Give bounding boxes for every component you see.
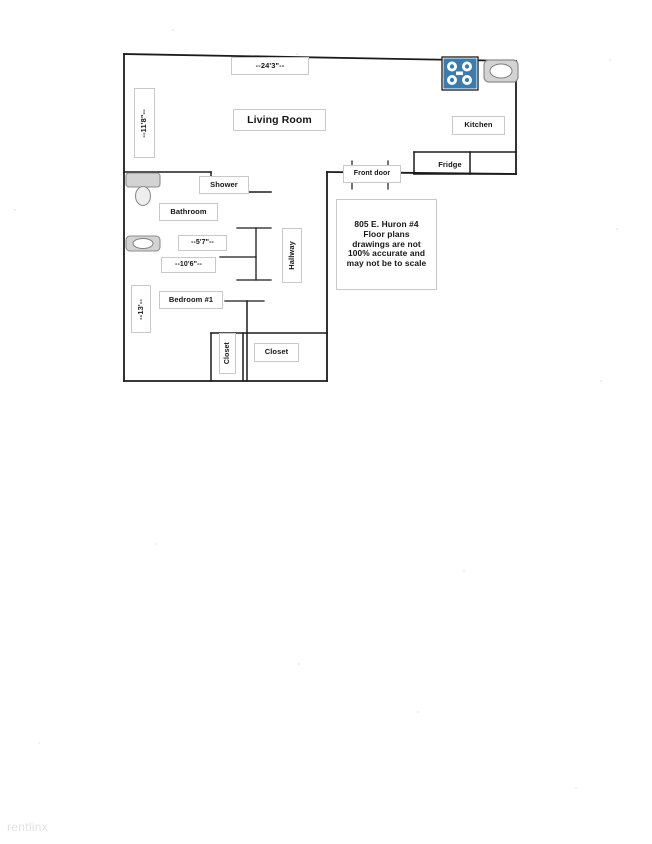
- room-label-living-room: Living Room: [233, 109, 326, 131]
- fixture-label-front-door: Front door: [343, 165, 401, 183]
- scan-speck: [172, 29, 174, 31]
- rentlinx-watermark: rentlinx: [7, 820, 49, 834]
- fixture-label-fridge: Fridge: [438, 160, 462, 170]
- scan-speck: [600, 380, 602, 382]
- room-label-hallway: Hallway: [282, 228, 302, 283]
- disclaimer-line-2: Floor plans: [363, 228, 410, 239]
- scan-speck: [417, 711, 419, 713]
- room-label-shower: Shower: [199, 176, 249, 194]
- room-label-closet-large: Closet: [254, 343, 299, 362]
- dimension-bath-width: --5'7"--: [178, 235, 227, 251]
- vanity-sink-icon: [125, 235, 161, 252]
- room-label-closet-small: Closet: [219, 333, 236, 374]
- scan-speck: [155, 543, 157, 545]
- room-label-bedroom-1: Bedroom #1: [159, 291, 223, 309]
- tub-icon: [125, 172, 161, 188]
- sink-icon: [483, 59, 519, 83]
- disclaimer-line-3: drawings are not: [352, 238, 421, 249]
- dimension-bath-depth: --10'6"--: [161, 257, 216, 273]
- scan-speck: [575, 787, 577, 789]
- stove-icon: [441, 56, 479, 91]
- scan-speck: [616, 228, 618, 230]
- scan-speck: [14, 209, 16, 211]
- scan-speck: [38, 742, 40, 744]
- room-label-bathroom: Bathroom: [159, 203, 218, 221]
- disclaimer-line-5: may not be to scale: [346, 258, 427, 269]
- disclaimer-line-1: 805 E. Huron #4: [354, 218, 419, 229]
- disclaimer-line-4: 100% accurate and: [347, 248, 426, 259]
- dimension-top-width: --24'3"--: [231, 57, 309, 75]
- scan-speck: [296, 53, 298, 55]
- toilet-icon: [134, 185, 152, 207]
- scan-speck: [463, 570, 465, 572]
- disclaimer-note: 805 E. Huron #4 Floor plans drawings are…: [336, 199, 437, 290]
- room-label-kitchen: Kitchen: [452, 116, 505, 135]
- dimension-left-height-lower: --13'--: [131, 285, 151, 333]
- dimension-left-height-upper: --11'8"--: [134, 88, 155, 158]
- scan-speck: [298, 663, 300, 665]
- scan-speck: [609, 59, 611, 61]
